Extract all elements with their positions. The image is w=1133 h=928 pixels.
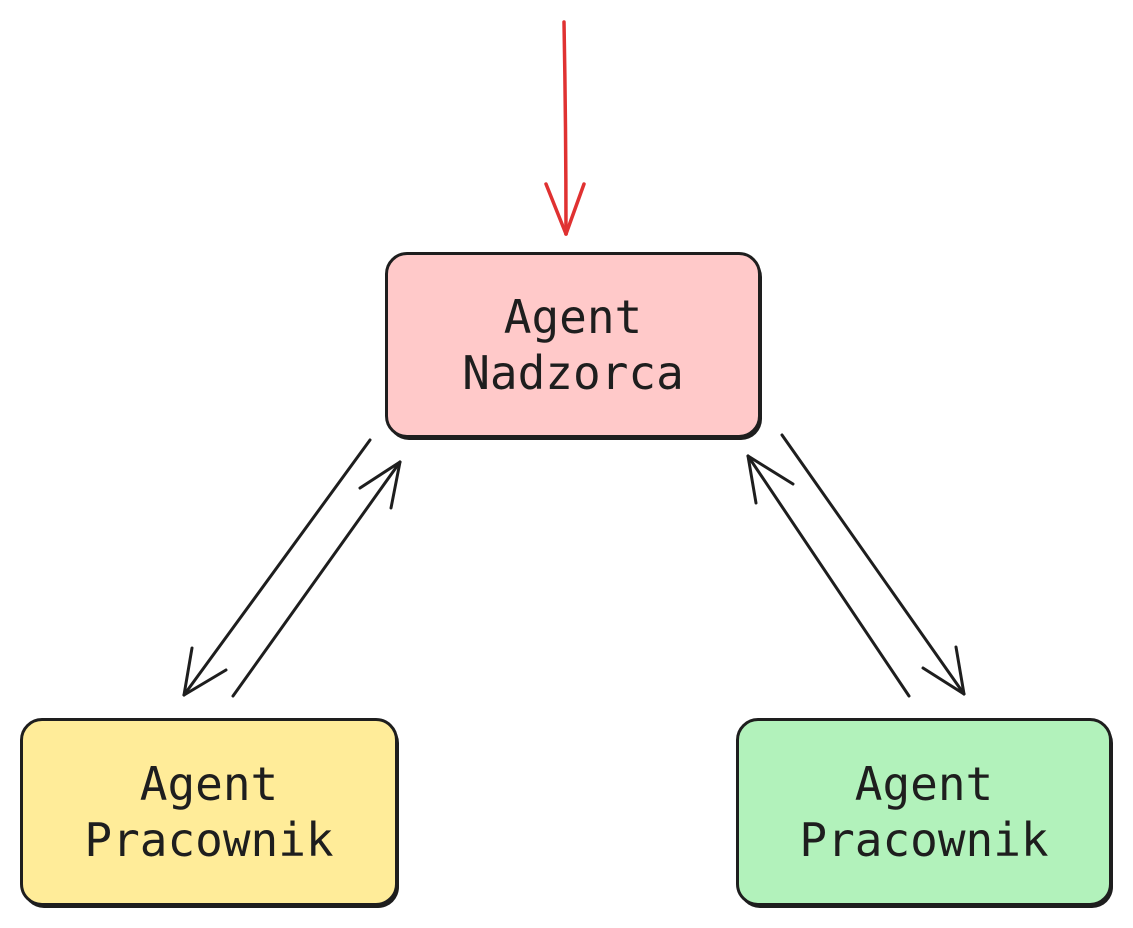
arrow-worker-right-to-supervisor — [746, 454, 911, 698]
supervisor-label-line1: Agent — [503, 289, 643, 344]
arrow-supervisor-to-worker-left — [182, 438, 372, 697]
worker-agent-node-right: Agent Pracownik — [736, 718, 1112, 906]
input-arrow — [544, 20, 586, 236]
worker-left-label-line1: Agent — [139, 756, 279, 811]
supervisor-agent-node: Agent Nadzorca — [385, 252, 761, 438]
arrow-worker-left-to-supervisor — [231, 460, 402, 698]
worker-right-label-line2: Pracownik — [799, 813, 1049, 867]
arrow-supervisor-to-worker-right — [780, 433, 966, 696]
worker-right-label-line1: Agent — [854, 756, 994, 811]
worker-agent-node-left: Agent Pracownik — [20, 718, 398, 906]
supervisor-label-line2: Nadzorca — [462, 346, 684, 400]
worker-left-label-line2: Pracownik — [84, 813, 334, 867]
